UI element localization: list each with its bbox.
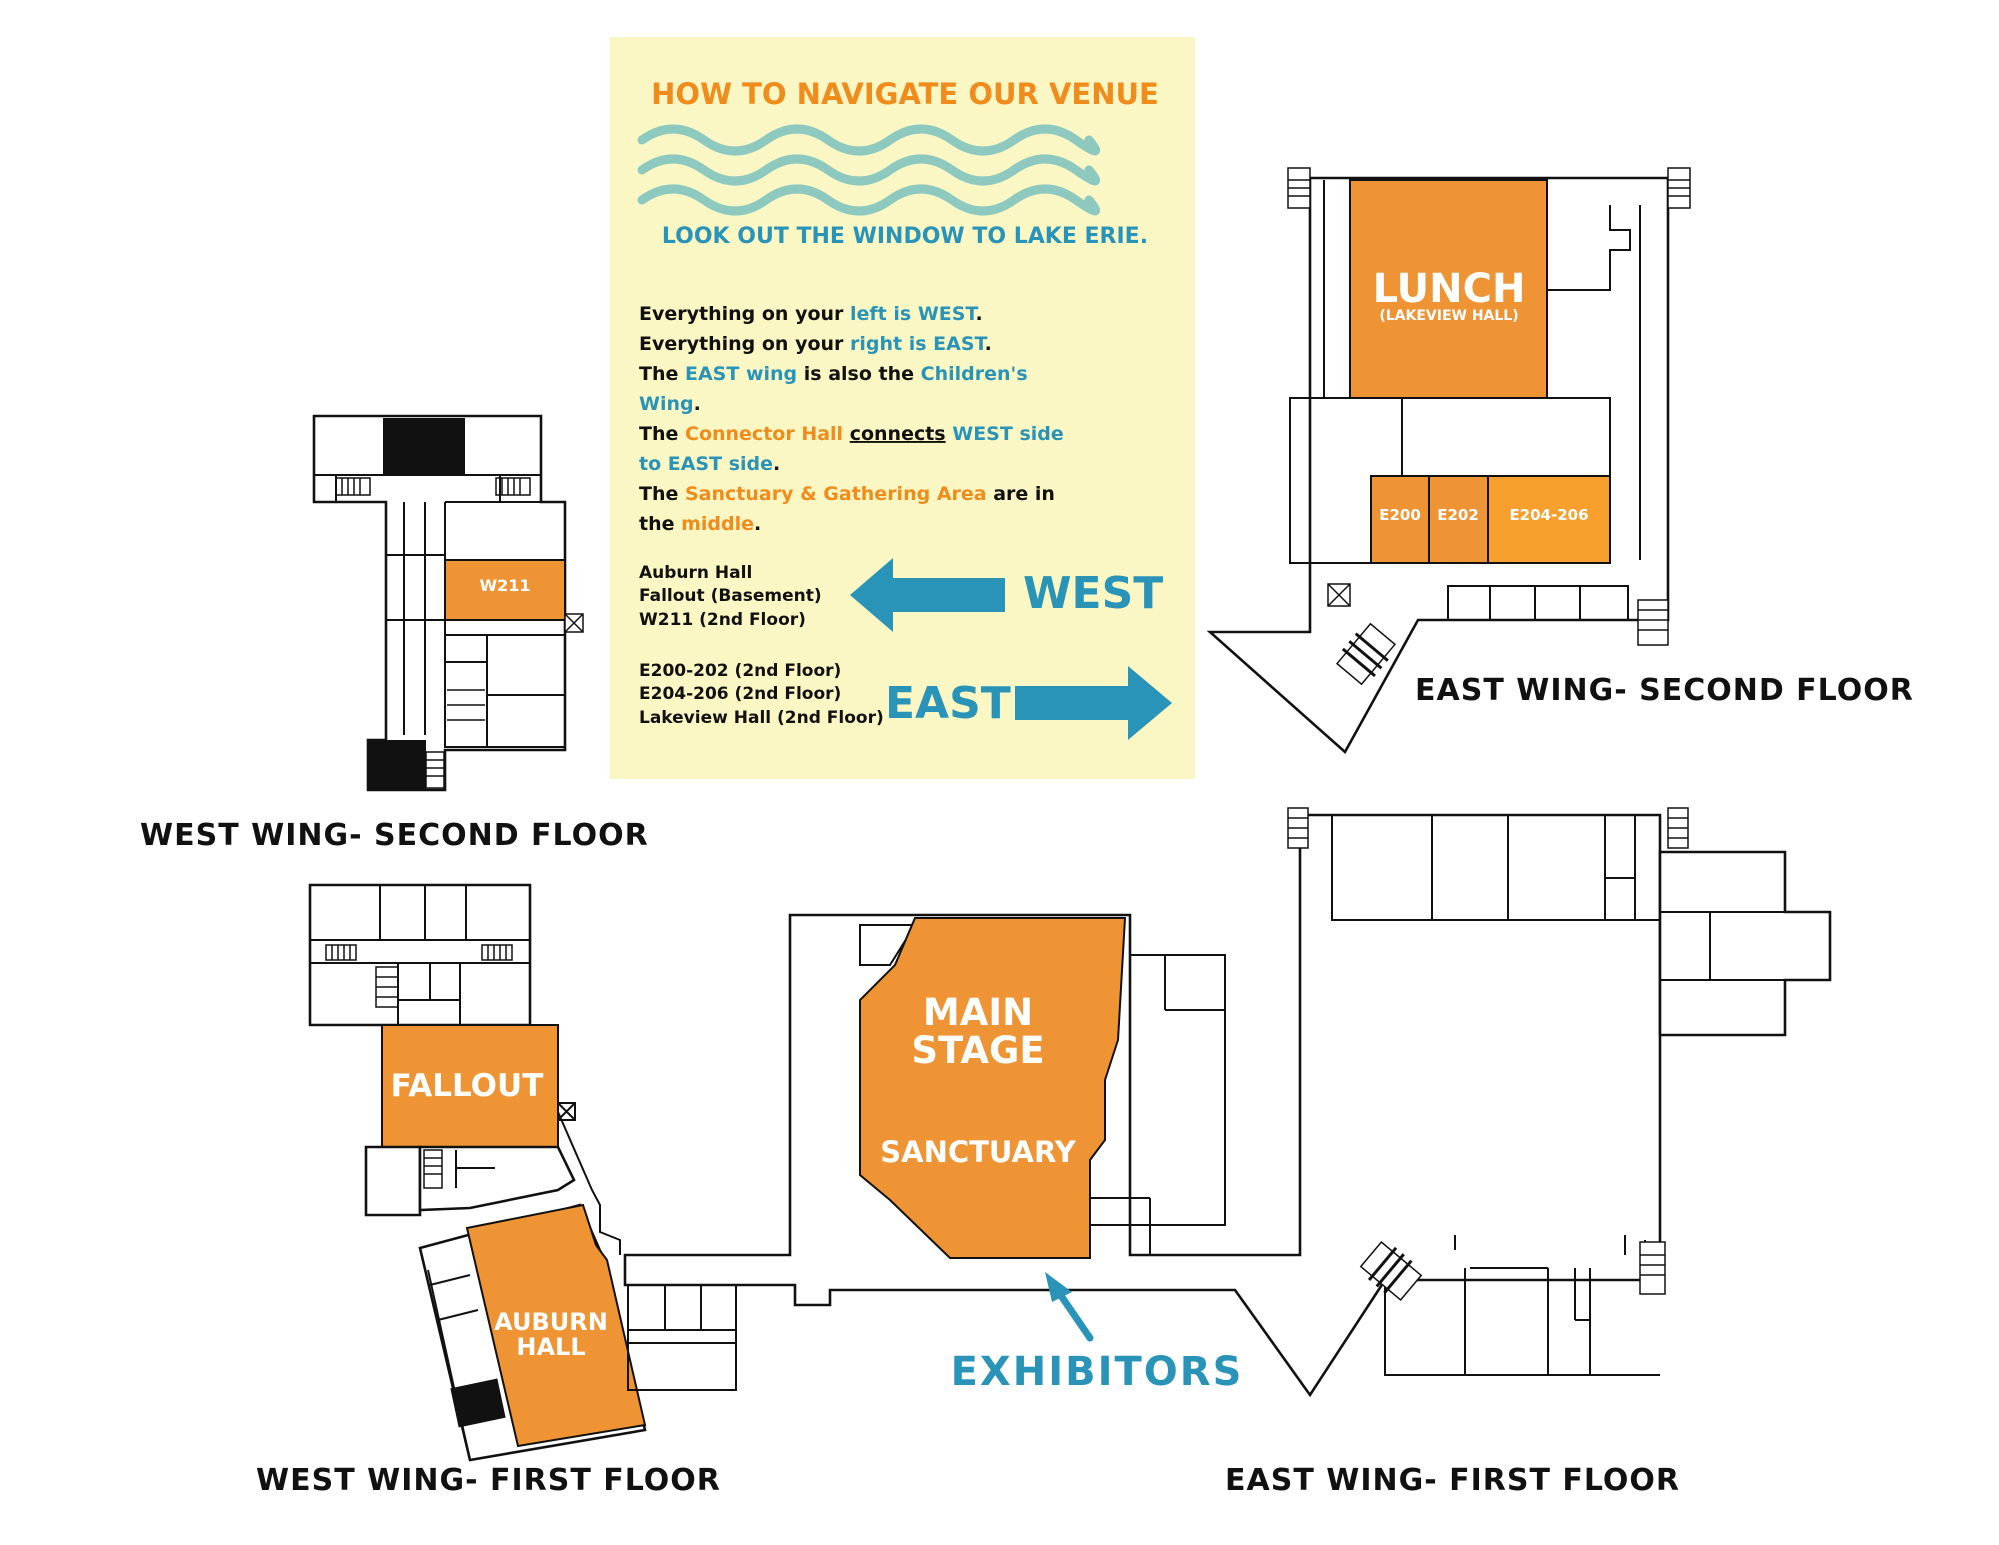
room-e204-label: E204-206 [1509, 506, 1588, 524]
west-arrow-icon [850, 558, 1005, 632]
west-second-floor-title: WEST WING- SECOND FLOOR [140, 818, 649, 853]
panel-line-5: The Connector Hall connects WEST side [639, 423, 1064, 445]
panel-line-4: Wing. [639, 393, 701, 415]
west-list-item: Fallout (Basement) [639, 586, 822, 606]
east-list-item: E200-202 (2nd Floor) [639, 661, 841, 681]
room-w211-label: W211 [479, 576, 530, 595]
panel-line-3: The EAST wing is also the Children's [639, 363, 1028, 385]
room-main-stage-label-2: STAGE [911, 1029, 1044, 1072]
panel-line-6: to EAST side. [639, 453, 780, 475]
room-lunch-label: LUNCH [1373, 266, 1526, 312]
lake-waves-icon [637, 124, 1101, 216]
panel-line-8: the middle. [639, 513, 761, 535]
east-list-item: Lakeview Hall (2nd Floor) [639, 708, 884, 728]
room-sanctuary-label: SANCTUARY [880, 1135, 1077, 1169]
navigation-panel: HOW TO NAVIGATE OUR VENUE LOOK OUT THE W… [610, 37, 1195, 779]
room-e200-label: E200 [1379, 506, 1421, 524]
room-fallout-label: FALLOUT [391, 1068, 544, 1104]
panel-subheading: LOOK OUT THE WINDOW TO LAKE ERIE. [662, 224, 1148, 249]
panel-heading: HOW TO NAVIGATE OUR VENUE [651, 77, 1159, 111]
west-list-item: W211 (2nd Floor) [639, 610, 806, 630]
east-first-floor-title: EAST WING- FIRST FLOOR [1225, 1463, 1680, 1498]
room-auburn-label-2: HALL [516, 1333, 585, 1361]
room-auburn-label-1: AUBURN [494, 1308, 608, 1336]
exhibitors-label: EXHIBITORS [951, 1349, 1244, 1395]
room-lunch-sublabel: (LAKEVIEW HALL) [1379, 308, 1518, 324]
east-list-item: E204-206 (2nd Floor) [639, 684, 841, 704]
first-floor-plan: FALLOUT AUBURN HALL MAIN [308, 807, 1832, 1462]
room-e202-label: E202 [1437, 506, 1479, 524]
panel-line-7: The Sanctuary & Gathering Area are in [639, 483, 1055, 505]
west-first-floor-title: WEST WING- FIRST FLOOR [256, 1463, 721, 1498]
west-list-item: Auburn Hall [639, 563, 752, 583]
east-second-floor-title: EAST WING- SECOND FLOOR [1415, 673, 1914, 708]
east-label: EAST [885, 678, 1011, 729]
east-arrow-icon [1015, 666, 1172, 740]
west-wing-second-floor-plan: W211 [312, 414, 584, 792]
panel-line-1: Everything on your left is WEST. [639, 303, 983, 325]
room-main-stage-label-1: MAIN [923, 991, 1033, 1034]
west-label: WEST [1023, 568, 1163, 619]
east-wing-second-floor-plan: LUNCH (LAKEVIEW HALL) E200 E202 E204-206 [1206, 167, 1691, 755]
stairs-icon [335, 477, 531, 496]
panel-line-2: Everything on your right is EAST. [639, 333, 992, 355]
